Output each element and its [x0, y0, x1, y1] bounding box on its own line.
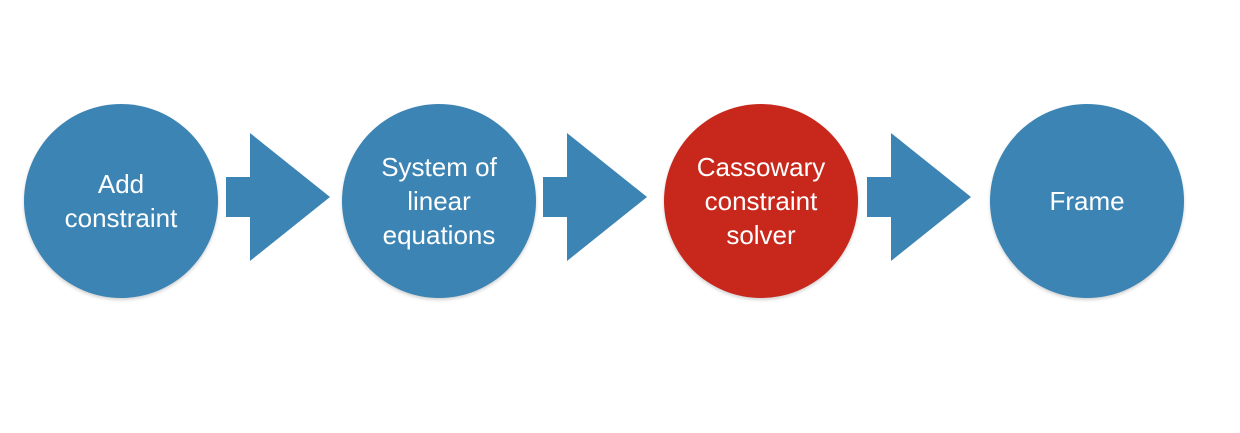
- step-label-line: equations: [382, 220, 496, 250]
- right-arrow-icon: [543, 133, 647, 261]
- step-label: System of linear equations: [381, 150, 497, 252]
- step-label-line: solver: [726, 220, 796, 250]
- step-add-constraint: Add constraint: [24, 104, 218, 298]
- step-label-line: constraint: [64, 203, 178, 233]
- step-system-of-linear-equations: System of linear equations: [342, 104, 536, 298]
- step-label-line: System of: [381, 152, 497, 182]
- step-label-line: Add: [97, 169, 145, 199]
- step-label-line: constraint: [704, 186, 818, 216]
- step-label: Frame: [1049, 184, 1124, 218]
- step-cassowary-constraint-solver: Cassowary constraint solver: [664, 104, 858, 298]
- step-label-line: linear: [407, 186, 471, 216]
- step-label: Cassowary constraint solver: [697, 150, 826, 252]
- step-frame: Frame: [990, 104, 1184, 298]
- right-arrow-icon: [867, 133, 971, 261]
- step-label-line: Cassowary: [696, 152, 826, 182]
- right-arrow-icon: [226, 133, 330, 261]
- step-label-line: Frame: [1049, 186, 1125, 216]
- step-label: Add constraint: [65, 167, 178, 235]
